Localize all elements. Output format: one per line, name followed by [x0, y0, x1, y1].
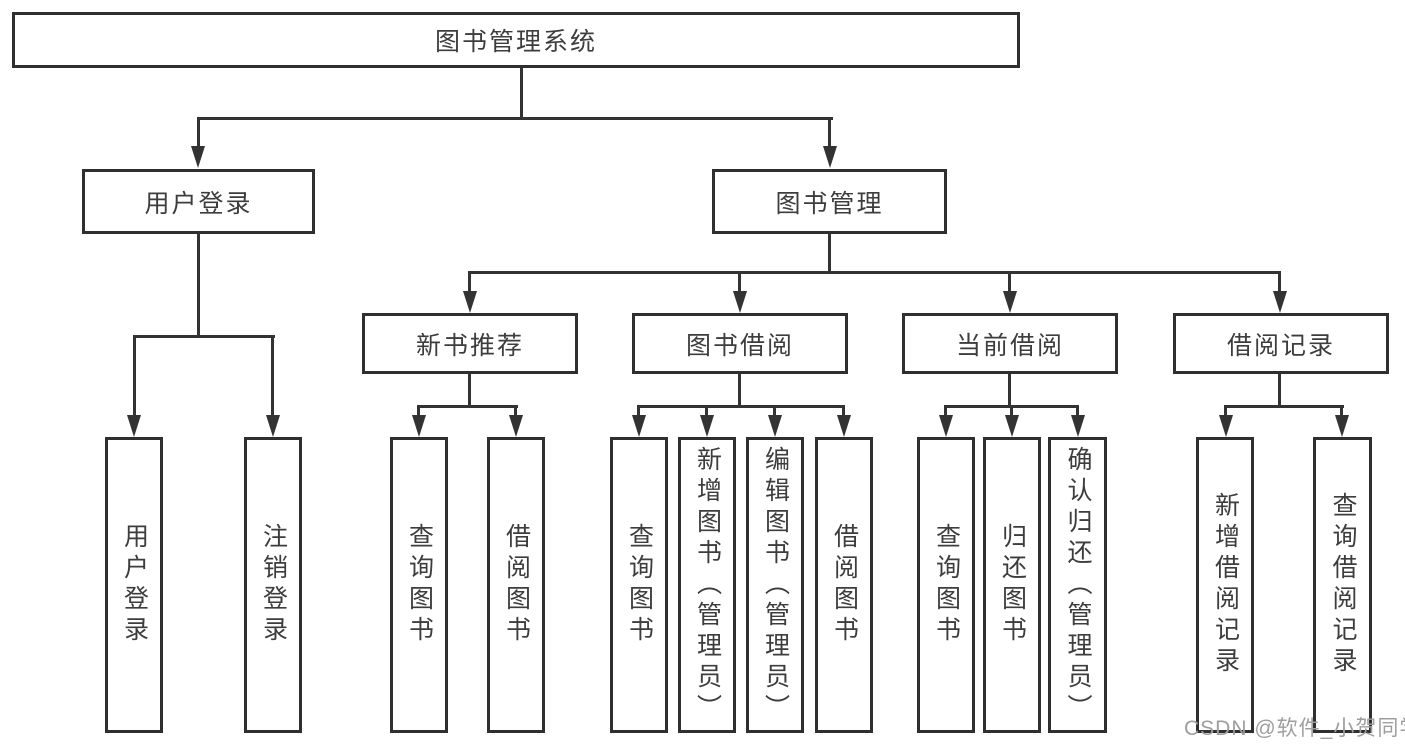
leaf-return-books: 归还图书: [983, 437, 1041, 733]
connector-line: [773, 405, 776, 417]
connector-line: [133, 335, 136, 417]
leaf-query-books-recommend: 查询图书: [390, 437, 448, 733]
leaf-borrow-books-borrowing: 借阅图书: [815, 437, 873, 733]
arrow-down-icon: [768, 415, 782, 437]
connector-line: [828, 234, 831, 274]
node-borrow-records: 借阅记录: [1173, 313, 1389, 374]
connector-line: [944, 405, 947, 417]
connector-line: [468, 271, 471, 293]
leaf-user-login: 用户登录: [105, 437, 163, 733]
connector-line: [1224, 405, 1227, 417]
leaf-label: 注销登录: [259, 523, 288, 647]
csdn-watermark: CSDN @软件_小贺同学: [1184, 717, 1405, 740]
connector-line: [417, 405, 518, 408]
leaf-borrow-books-recommend: 借阅图书: [487, 437, 545, 733]
node-user-login: 用户登录: [82, 169, 315, 234]
connector-line: [738, 374, 741, 408]
leaf-add-books-admin: 新增图书（管理员）: [678, 437, 736, 733]
arrow-down-icon: [733, 291, 747, 313]
leaf-label: 确认归还（管理员）: [1064, 445, 1092, 725]
node-library-management-system: 图书管理系统: [12, 12, 1020, 68]
node-label: 图书管理: [775, 189, 884, 218]
connector-line: [842, 405, 845, 417]
node-label: 图书借阅: [685, 331, 794, 360]
arrow-down-icon: [632, 415, 646, 437]
leaf-edit-books-admin: 编辑图书（管理员）: [746, 437, 804, 733]
leaf-label: 新增图书（管理员）: [693, 445, 722, 725]
leaf-confirm-return-admin: 确认归还（管理员）: [1048, 437, 1107, 733]
arrow-down-icon: [700, 415, 714, 437]
connector-line: [417, 405, 420, 417]
node-book-borrowing: 图书借阅: [632, 313, 848, 374]
connector-line: [197, 234, 200, 338]
node-book-management: 图书管理: [712, 169, 947, 234]
connector-line: [1010, 405, 1013, 417]
connector-line: [1278, 374, 1281, 408]
connector-line: [637, 405, 640, 417]
leaf-label: 查询图书: [932, 523, 961, 647]
connector-line: [197, 117, 833, 120]
leaf-label: 新增借阅记录: [1211, 492, 1240, 678]
leaf-label: 编辑图书（管理员）: [761, 445, 790, 725]
connector-line: [828, 117, 831, 148]
connector-line: [133, 335, 275, 338]
leaf-label: 归还图书: [998, 523, 1027, 647]
connector-line: [1008, 271, 1011, 293]
connector-line: [520, 66, 523, 120]
node-label: 用户登录: [144, 189, 253, 218]
arrow-down-icon: [191, 146, 205, 168]
arrow-down-icon: [939, 415, 953, 437]
connector-line: [1008, 374, 1011, 408]
leaf-query-books-borrowing: 查询图书: [610, 437, 668, 733]
connector-line: [705, 405, 708, 417]
node-label: 新书推荐: [415, 331, 524, 360]
connector-line: [738, 271, 741, 293]
leaf-label: 借阅图书: [502, 523, 531, 647]
arrow-down-icon: [837, 415, 851, 437]
arrow-down-icon: [823, 146, 837, 168]
arrow-down-icon: [1005, 415, 1019, 437]
arrow-down-icon: [412, 415, 426, 437]
connector-line: [637, 405, 845, 408]
node-label: 图书管理系统: [434, 28, 597, 56]
arrow-down-icon: [266, 415, 280, 437]
connector-line: [468, 271, 1281, 274]
arrow-down-icon: [1273, 291, 1287, 313]
arrow-down-icon: [509, 415, 523, 437]
node-label: 当前借阅: [955, 331, 1064, 360]
connector-line: [514, 405, 517, 417]
leaf-label: 借阅图书: [830, 523, 859, 647]
connector-line: [197, 117, 200, 148]
connector-line: [1278, 271, 1281, 293]
connector-line: [1224, 405, 1344, 408]
leaf-query-books-current: 查询图书: [917, 437, 975, 733]
connector-line: [271, 335, 274, 417]
leaf-label: 查询图书: [405, 523, 434, 647]
leaf-label: 查询图书: [625, 523, 654, 647]
leaf-label: 查询借阅记录: [1329, 492, 1357, 678]
arrow-down-icon: [463, 291, 477, 313]
leaf-label: 用户登录: [120, 523, 149, 647]
node-current-borrowing: 当前借阅: [902, 313, 1118, 374]
arrow-down-icon: [1003, 291, 1017, 313]
arrow-down-icon: [127, 415, 141, 437]
connector-line: [1340, 405, 1343, 417]
leaf-add-borrow-record: 新增借阅记录: [1196, 437, 1254, 733]
arrow-down-icon: [1335, 415, 1349, 437]
node-label: 借阅记录: [1226, 331, 1335, 360]
node-new-book-recommend: 新书推荐: [362, 313, 578, 374]
arrow-down-icon: [1219, 415, 1233, 437]
connector-line: [1076, 405, 1079, 417]
leaf-query-borrow-record: 查询借阅记录: [1313, 437, 1372, 733]
leaf-logout: 注销登录: [244, 437, 302, 733]
connector-line: [468, 374, 471, 408]
arrow-down-icon: [1071, 415, 1085, 437]
